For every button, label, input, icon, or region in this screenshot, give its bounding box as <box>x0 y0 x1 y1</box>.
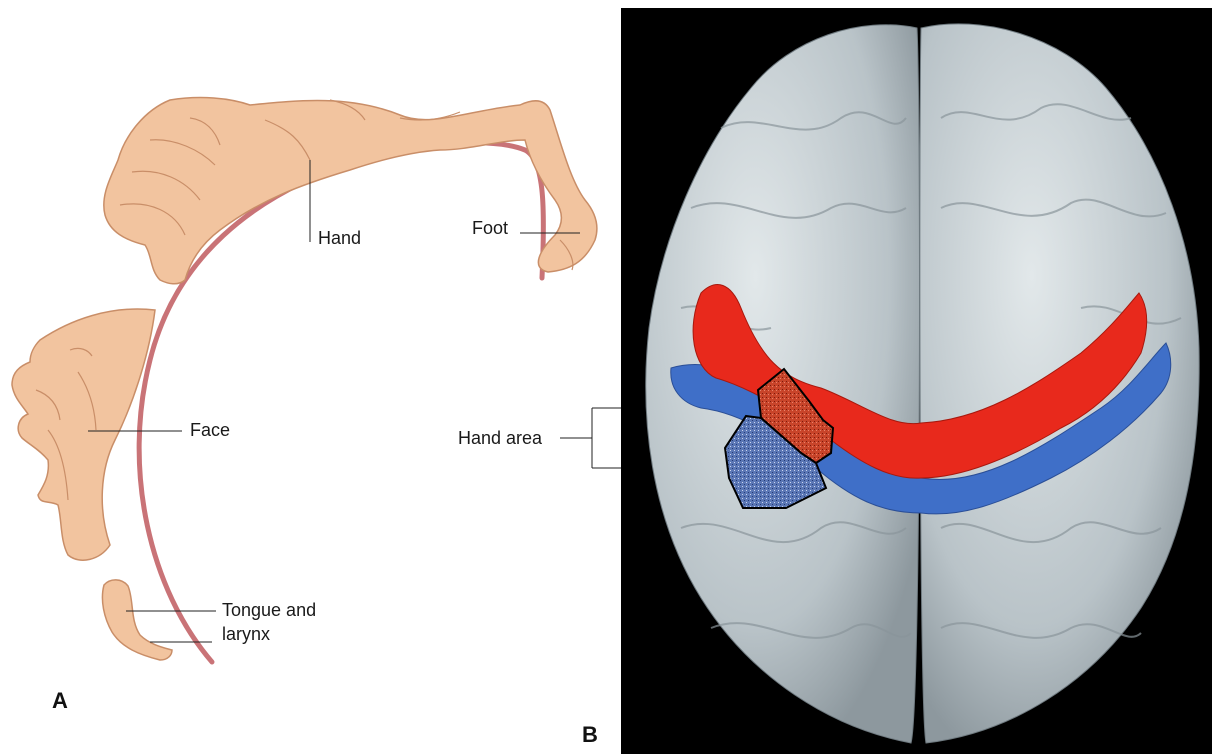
brain-panel <box>621 8 1212 754</box>
larynx-label-text: larynx <box>222 624 270 644</box>
brain-svg <box>621 8 1212 754</box>
panel-a-letter: A <box>52 688 68 714</box>
face-label: Face <box>190 420 230 440</box>
tongue-figure <box>102 580 172 660</box>
homunculus-panel <box>0 0 610 754</box>
limb-figure <box>104 98 597 284</box>
face-figure <box>12 309 155 560</box>
tongue-label: Tongue and <box>222 600 316 620</box>
foot-label: Foot <box>472 218 508 238</box>
hand-label: Hand <box>318 228 361 248</box>
hand-area-label: Hand area <box>458 428 542 448</box>
panel-b-letter: B <box>582 722 598 748</box>
